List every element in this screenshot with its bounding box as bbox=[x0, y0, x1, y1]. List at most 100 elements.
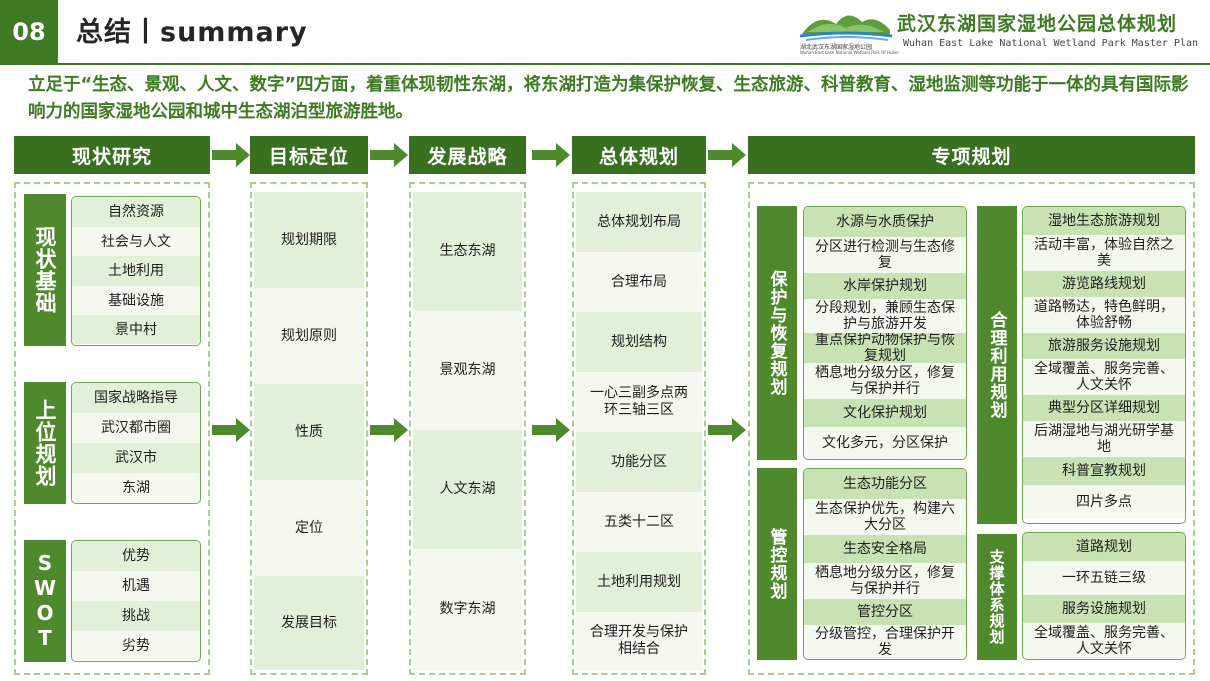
special-utilization-panel: 湿地生态旅游规划 活动丰富，体验自然之美 游览路线规划 道路畅达，特色鲜明，体验… bbox=[1022, 206, 1186, 524]
research-column bbox=[14, 182, 210, 675]
arrow-right-icon bbox=[212, 143, 250, 167]
arrow-right-icon bbox=[708, 143, 746, 167]
master-plan-column bbox=[572, 182, 706, 675]
target-item: 规划期限 bbox=[254, 192, 364, 288]
master-plan-item: 规划结构 bbox=[576, 312, 702, 372]
stage-special-plan: 专项规划 bbox=[748, 136, 1195, 174]
list-item: 道路规划 bbox=[1023, 533, 1185, 561]
list-item: 自然资源 bbox=[72, 197, 200, 227]
master-plan-item: 一心三副多点两环三轴三区 bbox=[576, 372, 702, 432]
arrow-right-icon bbox=[370, 143, 408, 167]
list-item: 生态安全格局 bbox=[804, 535, 966, 563]
arrow-right-icon bbox=[532, 418, 570, 442]
strategy-item: 人文东湖 bbox=[413, 430, 522, 549]
list-item: 后湖湿地与湖光研学基地 bbox=[1023, 421, 1185, 457]
master-plan-item: 功能分区 bbox=[576, 432, 702, 492]
strategy-item: 生态东湖 bbox=[413, 192, 522, 311]
list-item: 典型分区详细规划 bbox=[1023, 395, 1185, 421]
stage-target: 目标定位 bbox=[250, 136, 368, 174]
special-protection-panel: 水源与水质保护 分区进行检测与生态修复 水岸保护规划 分段规划，兼顾生态保护与旅… bbox=[803, 206, 967, 460]
list-item: 社会与人文 bbox=[72, 227, 200, 256]
arrow-right-icon bbox=[532, 143, 570, 167]
list-item: 水源与水质保护 bbox=[804, 207, 966, 237]
special-label-control: 管控规划 bbox=[757, 468, 797, 660]
list-item: 湿地生态旅游规划 bbox=[1023, 207, 1185, 235]
stage-research: 现状研究 bbox=[14, 136, 210, 174]
research-label-swot: SWOT bbox=[24, 540, 66, 662]
special-label-utilization: 合理利用规划 bbox=[977, 206, 1017, 524]
list-item: 优势 bbox=[72, 541, 200, 571]
master-plan-item: 五类十二区 bbox=[576, 492, 702, 552]
brand-title: 武汉东湖国家湿地公园总体规划 bbox=[897, 13, 1178, 35]
research-label-upper-plan: 上位规划 bbox=[24, 382, 66, 504]
target-item: 发展目标 bbox=[254, 576, 364, 670]
special-plan-column bbox=[748, 182, 1195, 675]
list-item: 管控分区 bbox=[804, 599, 966, 625]
arrow-right-icon bbox=[708, 418, 746, 442]
logo-text-cn: 湖北武汉东湖国家湿地公园 bbox=[800, 44, 873, 51]
logo-text-en: Wuhan East Lake National Wetland Park Of… bbox=[800, 50, 899, 55]
master-plan-item: 总体规划布局 bbox=[576, 192, 702, 252]
special-control-panel: 生态功能分区 生态保护优先，构建六大分区 生态安全格局 栖息地分级分区，修复与保… bbox=[803, 468, 967, 660]
list-item: 游览路线规划 bbox=[1023, 271, 1185, 297]
list-item: 一环五链三级 bbox=[1023, 561, 1185, 595]
strategy-item: 数字东湖 bbox=[413, 549, 522, 670]
research-status-panel: 自然资源 社会与人文 土地利用 基础设施 景中村 bbox=[71, 196, 201, 346]
list-item: 景中村 bbox=[72, 315, 200, 344]
list-item: 全域覆盖、服务完善、人文关怀 bbox=[1023, 359, 1185, 395]
list-item: 挑战 bbox=[72, 601, 200, 631]
summary-statement: 立足于“生态、景观、人文、数字”四方面，着重体现韧性东湖，将东湖打造为集保护恢复… bbox=[28, 75, 1189, 122]
list-item: 栖息地分级分区，修复与保护并行 bbox=[804, 563, 966, 599]
park-logo bbox=[798, 4, 894, 58]
research-swot-panel: 优势 机遇 挑战 劣势 bbox=[71, 540, 201, 662]
arrow-right-icon bbox=[212, 418, 250, 442]
list-item: 武汉都市圈 bbox=[72, 413, 200, 443]
strategy-item: 景观东湖 bbox=[413, 311, 522, 430]
target-item: 性质 bbox=[254, 384, 364, 480]
list-item: 文化保护规划 bbox=[804, 399, 966, 427]
special-support-panel: 道路规划 一环五链三级 服务设施规划 全域覆盖、服务完善、人文关怀 bbox=[1022, 532, 1186, 660]
list-item: 劣势 bbox=[72, 631, 200, 660]
list-item: 分级管控，合理保护开发 bbox=[804, 625, 966, 658]
list-item: 土地利用 bbox=[72, 256, 200, 286]
master-plan-item: 合理开发与保护相结合 bbox=[576, 612, 702, 670]
list-item: 生态功能分区 bbox=[804, 469, 966, 499]
page-number: 08 bbox=[0, 0, 58, 64]
list-item: 武汉市 bbox=[72, 443, 200, 473]
list-item: 文化多元，分区保护 bbox=[804, 427, 966, 458]
list-item: 旅游服务设施规划 bbox=[1023, 333, 1185, 359]
research-upper-plan-panel: 国家战略指导 武汉都市圈 武汉市 东湖 bbox=[71, 382, 201, 504]
list-item: 服务设施规划 bbox=[1023, 595, 1185, 623]
list-item: 水岸保护规划 bbox=[804, 273, 966, 299]
list-item: 栖息地分级分区，修复与保护并行 bbox=[804, 363, 966, 399]
list-item: 重点保护动物保护与恢复规划 bbox=[804, 333, 966, 363]
target-item: 定位 bbox=[254, 480, 364, 576]
list-item: 道路畅达，特色鲜明，体验舒畅 bbox=[1023, 297, 1185, 333]
list-item: 四片多点 bbox=[1023, 485, 1185, 518]
list-item: 国家战略指导 bbox=[72, 383, 200, 413]
page-title: 总结丨summary bbox=[76, 17, 308, 48]
stage-strategy: 发展战略 bbox=[409, 136, 526, 174]
master-plan-item: 土地利用规划 bbox=[576, 552, 702, 612]
list-item: 基础设施 bbox=[72, 286, 200, 315]
list-item: 活动丰富，体验自然之美 bbox=[1023, 235, 1185, 271]
arrow-right-icon bbox=[370, 418, 408, 442]
target-item: 规划原则 bbox=[254, 288, 364, 384]
stage-master-plan: 总体规划 bbox=[572, 136, 706, 174]
target-column bbox=[250, 182, 368, 675]
master-plan-item: 合理布局 bbox=[576, 252, 702, 312]
special-label-protection: 保护与恢复规划 bbox=[757, 206, 797, 460]
strategy-column bbox=[409, 182, 526, 675]
brand-subtitle: Wuhan East Lake National Wetland Park Ma… bbox=[903, 38, 1199, 49]
list-item: 分段规划，兼顾生态保护与旅游开发 bbox=[804, 299, 966, 333]
list-item: 东湖 bbox=[72, 473, 200, 502]
list-item: 生态保护优先，构建六大分区 bbox=[804, 499, 966, 535]
list-item: 全域覆盖、服务完善、人文关怀 bbox=[1023, 623, 1185, 658]
header-divider bbox=[0, 63, 1210, 65]
mountain-lake-logo-icon bbox=[799, 15, 893, 41]
research-label-status: 现状基础 bbox=[24, 194, 66, 346]
list-item: 机遇 bbox=[72, 571, 200, 601]
special-label-support: 支撑体系规划 bbox=[977, 534, 1017, 660]
list-item: 科普宣教规划 bbox=[1023, 457, 1185, 485]
list-item: 分区进行检测与生态修复 bbox=[804, 237, 966, 273]
